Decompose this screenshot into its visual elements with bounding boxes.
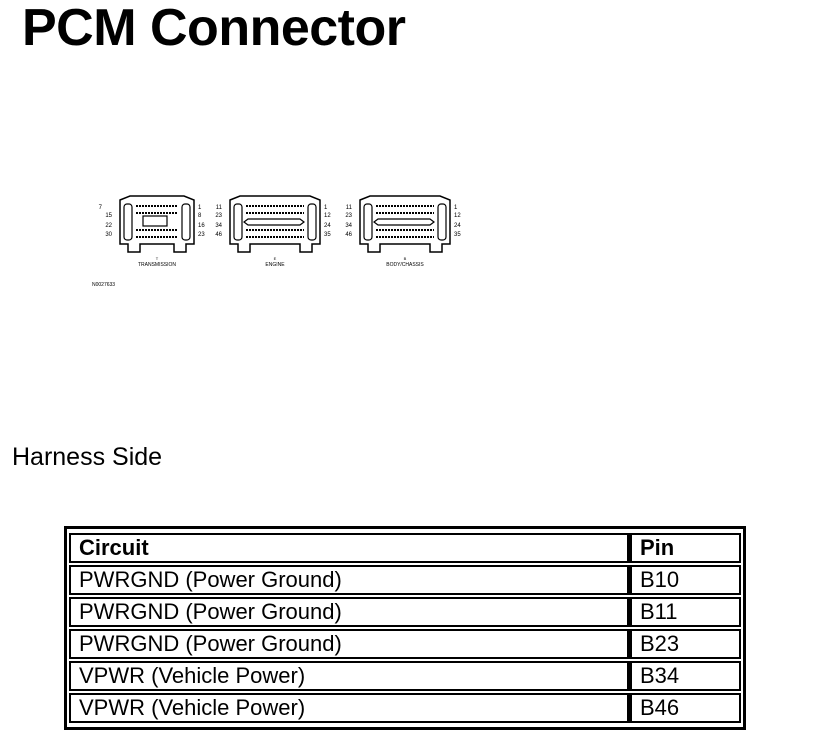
pin-label: 8 xyxy=(198,213,202,219)
pin-label: 11 xyxy=(216,205,223,211)
connector-body-chassis: 11 23 34 46 1 12 24 35 B BODY/CHASSIS xyxy=(345,195,461,268)
circuit-cell: PWRGND (Power Ground) xyxy=(69,629,630,659)
pin-label: 23 xyxy=(345,213,352,219)
circuit-cell: VPWR (Vehicle Power) xyxy=(69,693,630,723)
circuit-cell: VPWR (Vehicle Power) xyxy=(69,661,630,691)
pin-label: 34 xyxy=(345,223,352,229)
pin-cell: B23 xyxy=(630,629,741,659)
pin-label: 16 xyxy=(198,223,205,229)
pin-label: 46 xyxy=(215,232,222,238)
table-row: PWRGND (Power Ground) B10 xyxy=(69,565,741,595)
column-header-pin: Pin xyxy=(630,533,741,563)
pin-cell: B34 xyxy=(630,661,741,691)
pin-label: 7 xyxy=(99,205,103,211)
connector-letter: E xyxy=(274,256,277,261)
connector-name: ENGINE xyxy=(265,262,285,268)
pin-label: 30 xyxy=(105,232,112,238)
circuit-cell: PWRGND (Power Ground) xyxy=(69,597,630,627)
figure-id: N0027633 xyxy=(92,282,115,288)
pin-label: 1 xyxy=(324,205,328,211)
connector-diagram: 7 15 22 30 1 8 16 23 T TRANSMISSION 11 2… xyxy=(88,186,478,296)
pin-label: 11 xyxy=(346,205,353,211)
table-row: PWRGND (Power Ground) B11 xyxy=(69,597,741,627)
table-row: VPWR (Vehicle Power) B46 xyxy=(69,693,741,723)
circuit-cell: PWRGND (Power Ground) xyxy=(69,565,630,595)
pin-cell: B10 xyxy=(630,565,741,595)
connector-transmission: 7 15 22 30 1 8 16 23 T TRANSMISSION xyxy=(99,195,205,268)
pin-label: 34 xyxy=(215,223,222,229)
pin-label: 22 xyxy=(105,223,112,229)
harness-side-label: Harness Side xyxy=(12,443,163,471)
table-row: VPWR (Vehicle Power) B34 xyxy=(69,661,741,691)
pin-label: 15 xyxy=(105,213,112,219)
pin-label: 24 xyxy=(454,223,461,229)
pin-label: 12 xyxy=(324,213,331,219)
pin-label: 1 xyxy=(454,205,458,211)
connector-letter: B xyxy=(404,256,407,261)
connector-letter: T xyxy=(156,256,159,261)
page-title: PCM Connector xyxy=(22,0,406,57)
circuit-table: Circuit Pin PWRGND (Power Ground) B10 PW… xyxy=(64,526,746,730)
pin-label: 12 xyxy=(454,213,461,219)
table-row: PWRGND (Power Ground) B23 xyxy=(69,629,741,659)
pin-label: 35 xyxy=(454,232,461,238)
column-header-circuit: Circuit xyxy=(69,533,630,563)
connector-name: TRANSMISSION xyxy=(138,262,176,268)
pin-label: 23 xyxy=(215,213,222,219)
connector-name: BODY/CHASSIS xyxy=(386,262,424,268)
pin-cell: B11 xyxy=(630,597,741,627)
pin-label: 35 xyxy=(324,232,331,238)
pin-label: 23 xyxy=(198,232,205,238)
pin-label: 46 xyxy=(345,232,352,238)
pin-label: 24 xyxy=(324,223,331,229)
table-header-row: Circuit Pin xyxy=(69,533,741,563)
connector-engine: 11 23 34 46 1 12 24 35 E ENGINE xyxy=(215,195,331,268)
pin-label: 1 xyxy=(198,205,202,211)
pin-cell: B46 xyxy=(630,693,741,723)
